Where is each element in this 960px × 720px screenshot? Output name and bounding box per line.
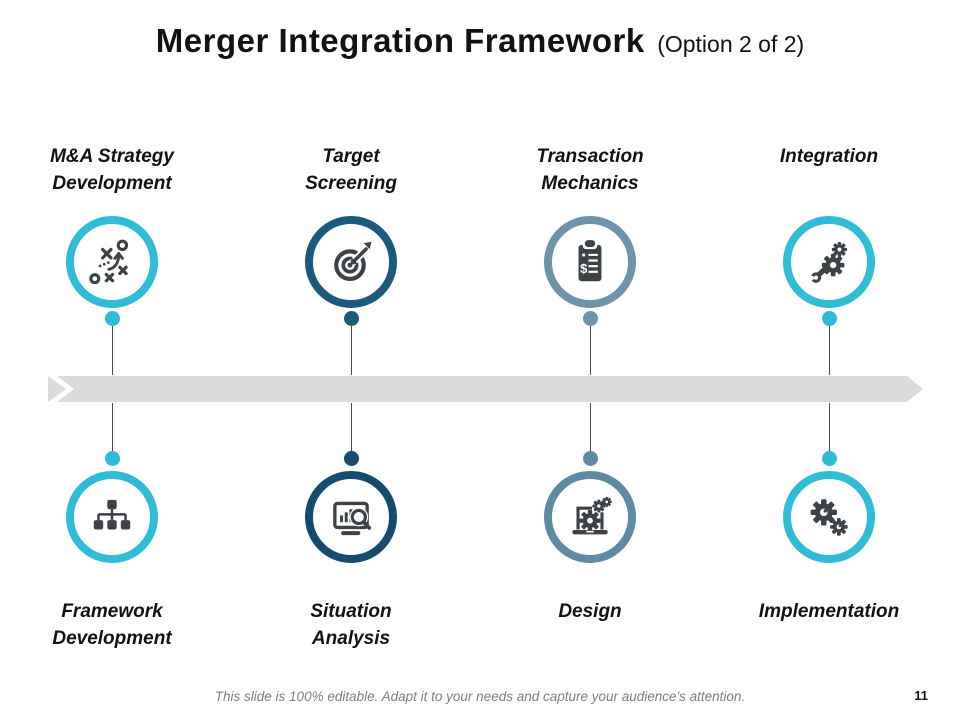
- stage-label-target-screening: Target Screening: [305, 146, 397, 194]
- connector-line: [589, 326, 591, 375]
- stage-label-situation-analysis: Situation Analysis: [310, 601, 392, 649]
- stage-circle-implementation: [783, 471, 875, 563]
- stage-circle-integration: [783, 216, 875, 308]
- connector-dot: [104, 311, 120, 326]
- connector-line: [828, 326, 830, 375]
- timeline-arrow-band: [57, 376, 923, 402]
- connector-line: [350, 403, 352, 452]
- connector-line: [350, 326, 352, 375]
- title-text: Merger Integration Framework: [155, 22, 645, 59]
- org-chart-icon: [93, 499, 131, 530]
- monitor-analysis-icon: [333, 501, 372, 536]
- stage-circle-target-screening: [305, 216, 397, 308]
- gears-icon: [810, 499, 848, 536]
- timeline-arrow: [48, 376, 923, 402]
- connector-dot: [104, 451, 120, 466]
- footer-note: This slide is 100% editable. Adapt it to…: [214, 689, 746, 704]
- stage-circle-situation-analysis: [305, 471, 397, 563]
- page-number: 11: [914, 688, 928, 703]
- stage-label-implementation: Implementation: [758, 601, 900, 622]
- timeline-start-chevron: [48, 376, 66, 402]
- target-icon: [334, 239, 376, 281]
- connector-dot: [821, 451, 837, 466]
- connector-line: [111, 403, 113, 452]
- strategy-icon: [89, 239, 129, 285]
- stage-circle-framework-development: [66, 471, 158, 563]
- title-suffix: (Option 2 of 2): [657, 31, 805, 57]
- connector-line: [828, 403, 830, 452]
- stage-circle-strategy: [66, 216, 158, 308]
- connector-dot: [821, 311, 837, 326]
- stage-label-design: Design: [558, 601, 622, 622]
- stage-label-transaction-mechanics: Transaction Mechanics: [536, 146, 644, 194]
- stage-label-ma-strategy-development: M&A Strategy Development: [50, 146, 174, 194]
- connector-dot: [582, 311, 598, 326]
- connector-line: [589, 403, 591, 452]
- clipboard-dollar-icon: $: [578, 240, 602, 282]
- integration-gears-wrench-icon: [806, 242, 847, 284]
- stage-circle-design: [544, 471, 636, 563]
- connector-dot: [343, 451, 359, 466]
- connector-dot: [582, 451, 598, 466]
- connector-dot: [343, 311, 359, 326]
- stage-circle-transaction-mechanics: $: [544, 216, 636, 308]
- connector-line: [111, 326, 113, 375]
- dollar-glyph: $: [580, 261, 588, 276]
- page-title: Merger Integration Framework (Option 2 o…: [0, 22, 960, 60]
- stage-label-framework-development: Framework Development: [52, 601, 172, 649]
- stage-label-integration: Integration: [779, 146, 879, 167]
- laptop-gears-icon: [572, 496, 612, 535]
